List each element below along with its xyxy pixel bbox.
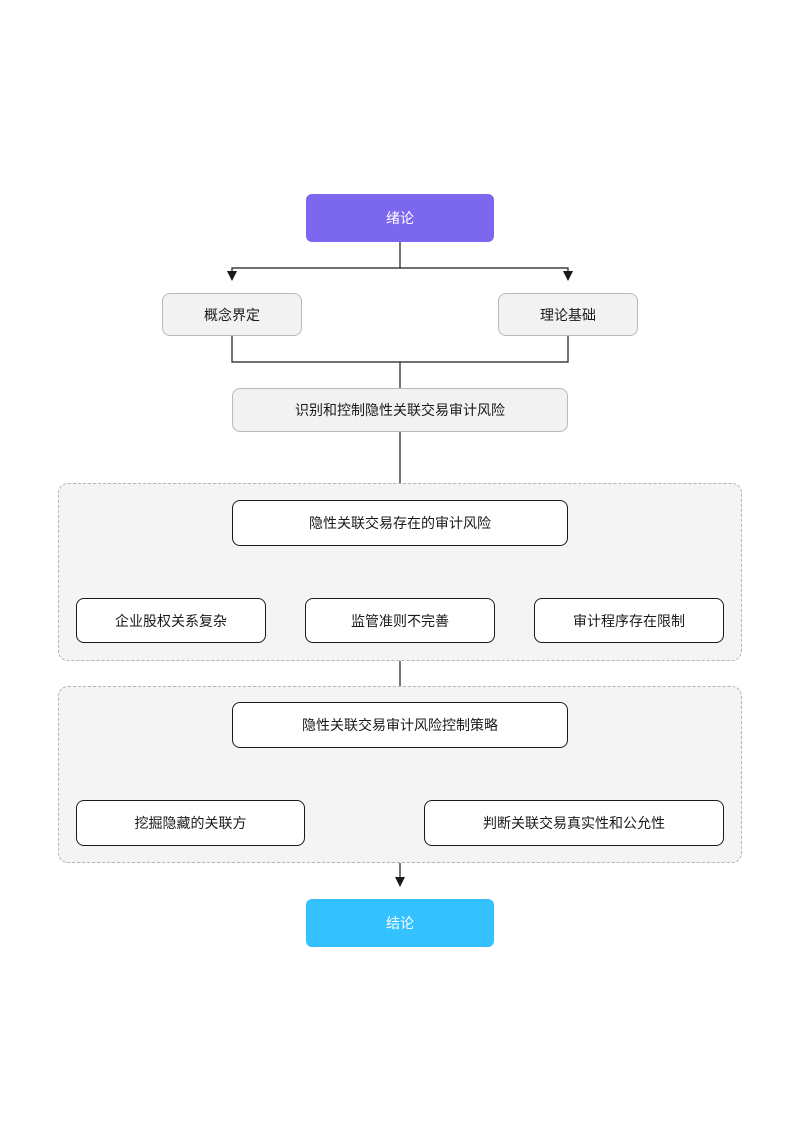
risk-item-node: 监管准则不完善 [305, 598, 495, 643]
start-node: 绪论 [306, 194, 494, 242]
connector-merge [231, 336, 569, 363]
connector-start-split [227, 242, 401, 281]
risk-title-node: 隐性关联交易存在的审计风险 [232, 500, 568, 546]
connector-start-theory [400, 267, 573, 281]
strategy-title-node: 隐性关联交易审计风险控制策略 [232, 702, 568, 748]
identify-node: 识别和控制隐性关联交易审计风险 [232, 388, 568, 432]
concept-node: 概念界定 [162, 293, 302, 336]
end-node: 结论 [306, 899, 494, 947]
risk-item-node: 企业股权关系复杂 [76, 598, 266, 643]
risk-item-node: 审计程序存在限制 [534, 598, 724, 643]
strategy-item-node: 判断关联交易真实性和公允性 [424, 800, 724, 846]
theory-node: 理论基础 [498, 293, 638, 336]
strategy-item-node: 挖掘隐藏的关联方 [76, 800, 305, 846]
